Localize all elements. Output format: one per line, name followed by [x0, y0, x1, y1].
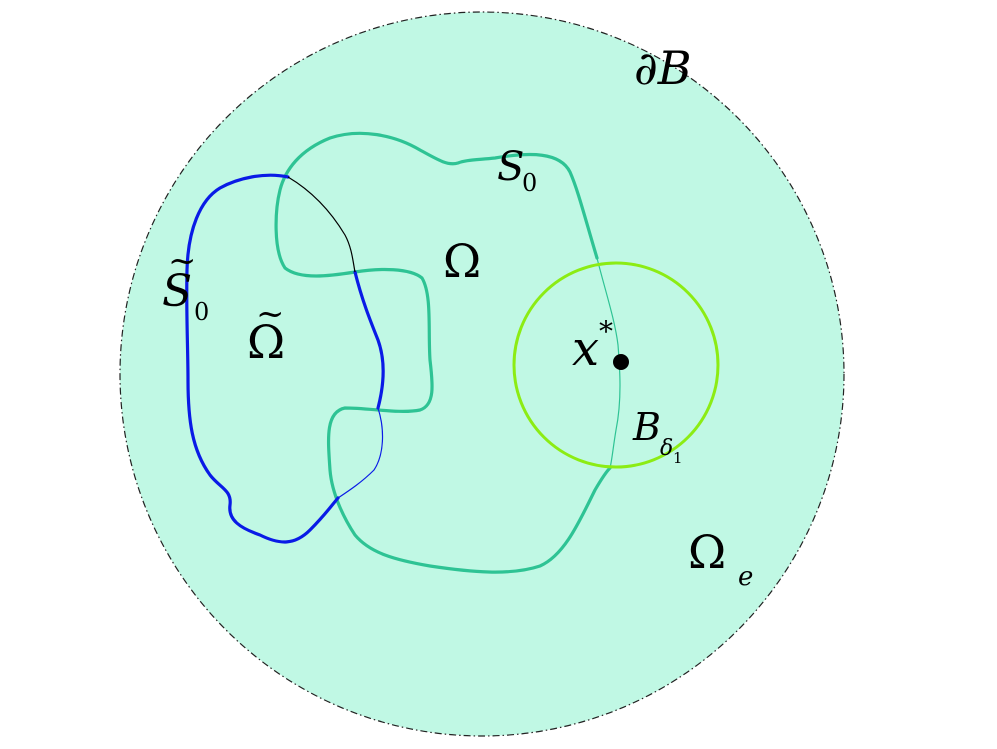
label-ball-subsub: 1	[673, 449, 683, 467]
label-s0-tilde-sub: 0	[194, 298, 209, 326]
label-exterior-sub: e	[738, 562, 753, 592]
label-point: x	[572, 321, 599, 377]
surface-s0-tilde	[185, 173, 340, 544]
label-s0-tilde-mark: ~	[168, 241, 197, 281]
label-s0-tilde: S	[162, 266, 192, 317]
surface-s0-inner	[596, 257, 621, 469]
surface-s0-tilde-thin	[337, 407, 384, 499]
label-omega-tilde: Ω	[247, 315, 285, 369]
point-x-star	[613, 354, 629, 370]
small-ball	[512, 261, 720, 469]
label-omega: Ω	[443, 234, 481, 288]
label-s0: S	[497, 144, 524, 190]
label-ball: B	[632, 405, 661, 449]
label-ball-sub: δ	[660, 436, 673, 461]
label-point-sup: *	[599, 315, 613, 348]
outer-disk-b	[119, 11, 845, 737]
label-omega-tilde-mark: ~	[256, 294, 285, 334]
surface-s0	[274, 131, 612, 574]
label-exterior: Ω	[688, 525, 726, 579]
label-boundary: ∂B	[634, 41, 692, 95]
surface-s0-tilde-right	[353, 270, 385, 410]
inner-arc	[287, 176, 356, 273]
label-s0-sub: 0	[522, 169, 537, 197]
